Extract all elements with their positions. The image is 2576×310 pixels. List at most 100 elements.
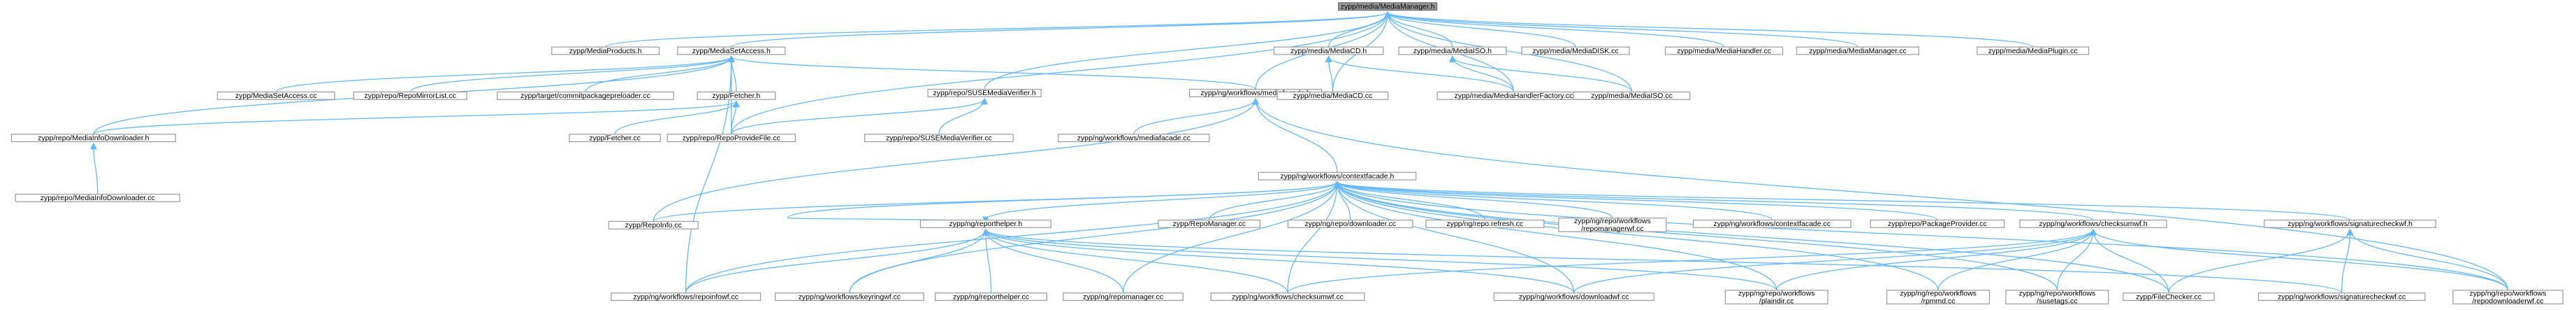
dependency-edge xyxy=(94,144,99,195)
node-box xyxy=(1692,219,1851,228)
graph-node[interactable]: zypp/MediaSetAccess.h xyxy=(677,46,786,55)
graph-node[interactable]: zypp/repo/RepoMirrorList.cc xyxy=(353,91,467,100)
dependency-edge xyxy=(614,101,736,135)
graph-node[interactable]: zypp/Fetcher.h xyxy=(697,91,776,100)
node-label: zypp/ng/repo/workflows xyxy=(2470,289,2547,297)
graph-node[interactable]: zypp/media/MediaCD.cc xyxy=(1276,91,1389,100)
node-label: zypp/FileChecker.cc xyxy=(2136,293,2202,301)
graph-node[interactable]: zypp/media/MediaDISK.cc xyxy=(1521,46,1630,55)
node-box xyxy=(1886,290,1991,304)
graph-node[interactable]: zypp/ng/repo/workflows/repomanagerwf.cc xyxy=(1558,217,1667,233)
dependency-edge xyxy=(1122,182,1337,293)
graph-node[interactable]: zypp/MediaSetAccess.cc xyxy=(217,91,335,100)
graph-node[interactable]: zypp/RepoManager.cc xyxy=(1158,219,1261,228)
dependency-edge xyxy=(1337,182,1938,221)
graph-node[interactable]: zypp/repo/SUSEMediaVerifier.cc xyxy=(864,134,1014,143)
graph-node[interactable]: zypp/ng/workflows/contextfacade.cc xyxy=(1692,219,1851,228)
node-label: zypp/ng/workflows/signaturecheckwf.cc xyxy=(2278,293,2406,301)
dependency-edge xyxy=(1133,99,1256,134)
graph-node[interactable]: zypp/ng/repo/workflows/repodownloaderwf.… xyxy=(2452,289,2563,305)
graph-node[interactable]: zypp/ng/workflows/repoinfowf.cc xyxy=(611,293,762,301)
graph-node[interactable]: zypp/repo/MediaInfoDownloader.h xyxy=(10,134,176,143)
graph-node[interactable]: zypp/RepoInfo.cc xyxy=(608,220,699,230)
graph-node[interactable]: zypp/media/MediaISO.h xyxy=(1398,46,1507,55)
node-box xyxy=(569,134,661,143)
graph-node[interactable]: zypp/FileChecker.cc xyxy=(2123,293,2215,301)
node-label: zypp/ng/workflows/contextfacade.cc xyxy=(1714,220,1831,228)
graph-node[interactable]: zypp/ng/workflows/signaturecheckwf.h xyxy=(2264,219,2436,228)
graph-node[interactable]: zypp/repo/MediaInfoDownloader.cc xyxy=(15,193,180,202)
node-label: zypp/Fetcher.h xyxy=(712,92,760,100)
node-label: zypp/ng/repo/downloader.cc xyxy=(1304,220,1396,228)
edges-layer xyxy=(93,13,2509,294)
graph-node[interactable]: zypp/ng/repo.refresh.cc xyxy=(1425,219,1545,228)
graph-node[interactable]: zypp/ng/repomanager.cc xyxy=(1063,293,1184,301)
dependency-edge xyxy=(2093,230,2169,293)
node-box xyxy=(1521,46,1630,55)
graph-root-node[interactable]: zypp/media/MediaManager.h xyxy=(1338,2,1438,11)
dependency-edge xyxy=(1337,182,1777,290)
node-label: zypp/media/MediaISO.h xyxy=(1413,47,1492,55)
dependency-edge xyxy=(731,13,1388,48)
node-label: zypp/ng/repo/workflows xyxy=(2018,289,2095,297)
node-label: zypp/RepoInfo.cc xyxy=(625,221,682,230)
node-label: zypp/media/MediaCD.h xyxy=(1290,47,1367,55)
node-label: zypp/ng/workflows/keyringwf.cc xyxy=(799,293,901,301)
graph-node[interactable]: zypp/media/MediaHandlerFactory.cc xyxy=(1436,91,1591,100)
node-box xyxy=(1158,219,1261,228)
graph-node[interactable]: zypp/ng/repo/downloader.cc xyxy=(1287,219,1413,228)
dependency-edge xyxy=(1337,182,1773,221)
dependency-edge xyxy=(2341,230,2350,293)
graph-node[interactable]: zypp/ng/reporthelper.h xyxy=(919,219,1051,228)
node-label: zypp/ng/workflows/contextfacade.h xyxy=(1281,172,1395,181)
dependency-edge xyxy=(1337,182,1485,220)
graph-node[interactable]: zypp/ng/repo/workflows/rpmmd.cc xyxy=(1886,289,1991,305)
graph-node[interactable]: zypp/media/MediaManager.cc xyxy=(1796,46,1920,55)
node-box xyxy=(496,91,674,100)
dependency-edge xyxy=(653,99,1256,222)
dependency-edge xyxy=(1337,182,2351,221)
node-label: zypp/media/MediaManager.cc xyxy=(1809,47,1907,55)
node-label: zypp/media/MediaISO.cc xyxy=(1591,92,1673,100)
dependency-edge xyxy=(93,101,736,135)
graph-node[interactable]: zypp/target/commitpackagepreloader.cc xyxy=(496,91,674,100)
graph-node[interactable]: zypp/ng/workflows/signaturecheckwf.cc xyxy=(2257,293,2426,301)
graph-node[interactable]: zypp/media/MediaISO.cc xyxy=(1573,91,1691,100)
graph-node[interactable]: zypp/ng/repo/workflows/plaindir.cc xyxy=(1724,289,1828,305)
graph-node[interactable]: zypp/ng/reporthelper.cc xyxy=(934,293,1047,301)
graph-node[interactable]: zypp/repo/RepoProvideFile.cc xyxy=(667,134,796,142)
node-box xyxy=(1493,293,1654,301)
graph-node[interactable]: zypp/media/MediaHandler.cc xyxy=(1665,46,1784,55)
graph-node[interactable]: zypp/media/MediaPlugin.cc xyxy=(1977,46,2090,55)
node-box xyxy=(775,293,924,301)
node-label: zypp/media/MediaHandler.cc xyxy=(1677,47,1771,55)
node-box xyxy=(864,134,1014,143)
node-label: zypp/repo/SUSEMediaVerifier.h xyxy=(933,89,1036,97)
dependency-edge xyxy=(685,230,986,293)
graph-node[interactable]: zypp/repo/SUSEMediaVerifier.h xyxy=(927,88,1042,97)
graph-node[interactable]: zypp/ng/workflows/checksumwf.h xyxy=(2019,219,2167,228)
node-box xyxy=(10,134,176,143)
node-label: zypp/repo/RepoProvideFile.cc xyxy=(683,134,780,142)
graph-node[interactable]: zypp/ng/workflows/mediafacade.cc xyxy=(1058,134,1210,142)
node-box xyxy=(1287,219,1413,228)
graph-node[interactable]: zypp/ng/workflows/contextfacade.h xyxy=(1258,171,1417,181)
node-label: /susetags.cc xyxy=(2037,297,2077,305)
graph-node[interactable]: zypp/repo/PackageProvider.cc xyxy=(1870,219,2005,228)
graph-node[interactable]: zypp/ng/workflows/downloadwf.cc xyxy=(1493,293,1654,301)
graph-node[interactable]: zypp/media/MediaCD.h xyxy=(1273,46,1384,55)
node-box xyxy=(927,88,1042,97)
graph-node[interactable]: zypp/ng/workflows/keyringwf.cc xyxy=(775,293,924,301)
node-box xyxy=(217,91,335,100)
graph-node[interactable]: zypp/ng/repo/workflows/susetags.cc xyxy=(2005,289,2109,305)
dependency-edge xyxy=(1337,182,2509,290)
node-label: zypp/MediaSetAccess.h xyxy=(692,47,771,55)
graph-node[interactable]: zypp/Fetcher.cc xyxy=(569,134,661,143)
dependency-edge xyxy=(1287,230,2093,293)
node-label: zypp/media/MediaHandlerFactory.cc xyxy=(1455,92,1573,100)
node-label: zypp/ng/workflows/repoinfowf.cc xyxy=(633,293,738,301)
graph-node[interactable]: zypp/MediaProducts.h xyxy=(551,46,660,55)
node-label: zypp/ng/repo/workflows xyxy=(1738,289,1815,297)
dependency-edge xyxy=(1573,230,2093,293)
graph-node[interactable]: zypp/ng/workflows/checksumwf.cc xyxy=(1210,293,1365,301)
